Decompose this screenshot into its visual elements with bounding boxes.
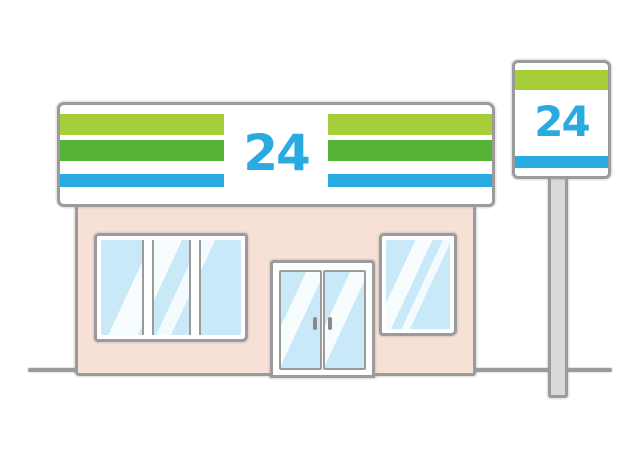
pole-sign-24-label: 24 — [534, 97, 590, 146]
pole-sign-stripe-light-green — [515, 70, 608, 90]
left-window — [94, 233, 248, 342]
pole-sign: 24 — [512, 60, 611, 179]
entrance-door — [270, 260, 375, 378]
door-handle — [313, 317, 317, 331]
store-sign: 24 — [57, 102, 495, 207]
window-pane-divider — [189, 240, 202, 335]
right-window — [379, 233, 457, 336]
store-sign-24-label: 24 — [224, 107, 328, 202]
door-panel-left — [279, 270, 322, 370]
window-shine — [386, 240, 450, 329]
window-shine — [101, 240, 241, 335]
sign-pole — [548, 170, 568, 398]
window-pane-divider — [142, 240, 155, 335]
door-panel-right — [323, 270, 366, 370]
left-window-glass — [101, 240, 241, 335]
pole-sign-stripe-cyan — [515, 156, 608, 168]
door-handle — [328, 317, 332, 331]
store-building — [75, 198, 476, 378]
right-window-glass — [386, 240, 450, 329]
